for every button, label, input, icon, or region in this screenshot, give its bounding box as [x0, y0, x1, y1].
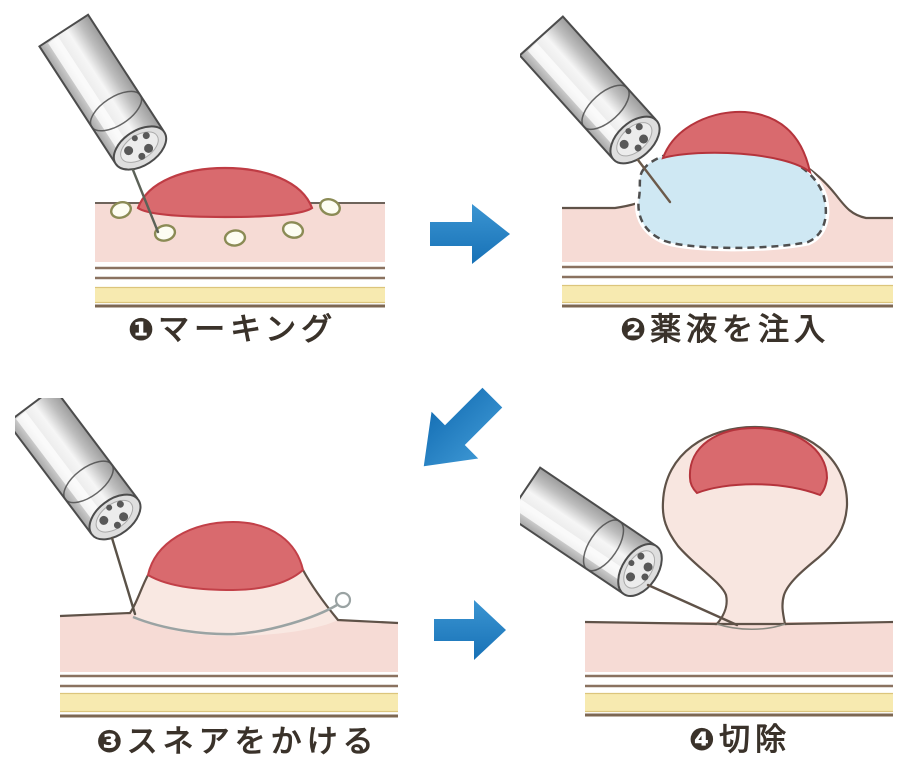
mucosa-wall — [585, 622, 893, 717]
lesion — [688, 426, 829, 497]
snare-wire — [132, 591, 352, 636]
mucosa-surface-line — [584, 620, 894, 630]
arrow-right-icon — [434, 600, 506, 660]
step-3-number: ❸ — [96, 724, 125, 760]
step-3-label: スネアをかける — [126, 724, 379, 760]
snare-catheter — [110, 536, 137, 616]
step-3-caption: ❸スネアをかける — [55, 724, 420, 760]
step-4-number: ❹ — [688, 722, 718, 758]
panel-1-marking-illustration — [38, 13, 385, 308]
step-1-caption: ❶マーキング — [50, 312, 415, 348]
snare-catheter — [646, 583, 739, 627]
saline-blob — [634, 143, 830, 252]
lesion — [136, 166, 314, 219]
arrow-right-icon — [430, 204, 510, 264]
lesion — [146, 520, 305, 592]
panel-2-injection-illustration — [520, 15, 893, 308]
step-2-number: ❷ — [619, 312, 649, 348]
lesion — [661, 110, 812, 175]
endoscope-icon — [520, 15, 670, 174]
mucosa-wall — [95, 202, 385, 308]
panel-4-resection-illustration — [520, 425, 894, 717]
marking-dots — [110, 197, 341, 247]
step-4-caption: ❹切除 — [560, 722, 900, 758]
step-4-label: 切除 — [719, 722, 792, 758]
step-1-label: マーキング — [158, 312, 338, 348]
marking-needle — [131, 168, 160, 234]
endoscope-icon — [520, 466, 672, 605]
step-2-label: 薬液を注入 — [650, 312, 831, 348]
step-1-number: ❶ — [127, 312, 157, 348]
endoscope-icon — [15, 398, 150, 550]
injection-needle — [636, 158, 672, 204]
panel-3-snare-illustration — [15, 398, 399, 718]
endoscope-icon — [38, 13, 175, 180]
arrow-down-left-icon — [423, 387, 503, 467]
step-2-caption: ❷薬液を注入 — [550, 312, 900, 348]
